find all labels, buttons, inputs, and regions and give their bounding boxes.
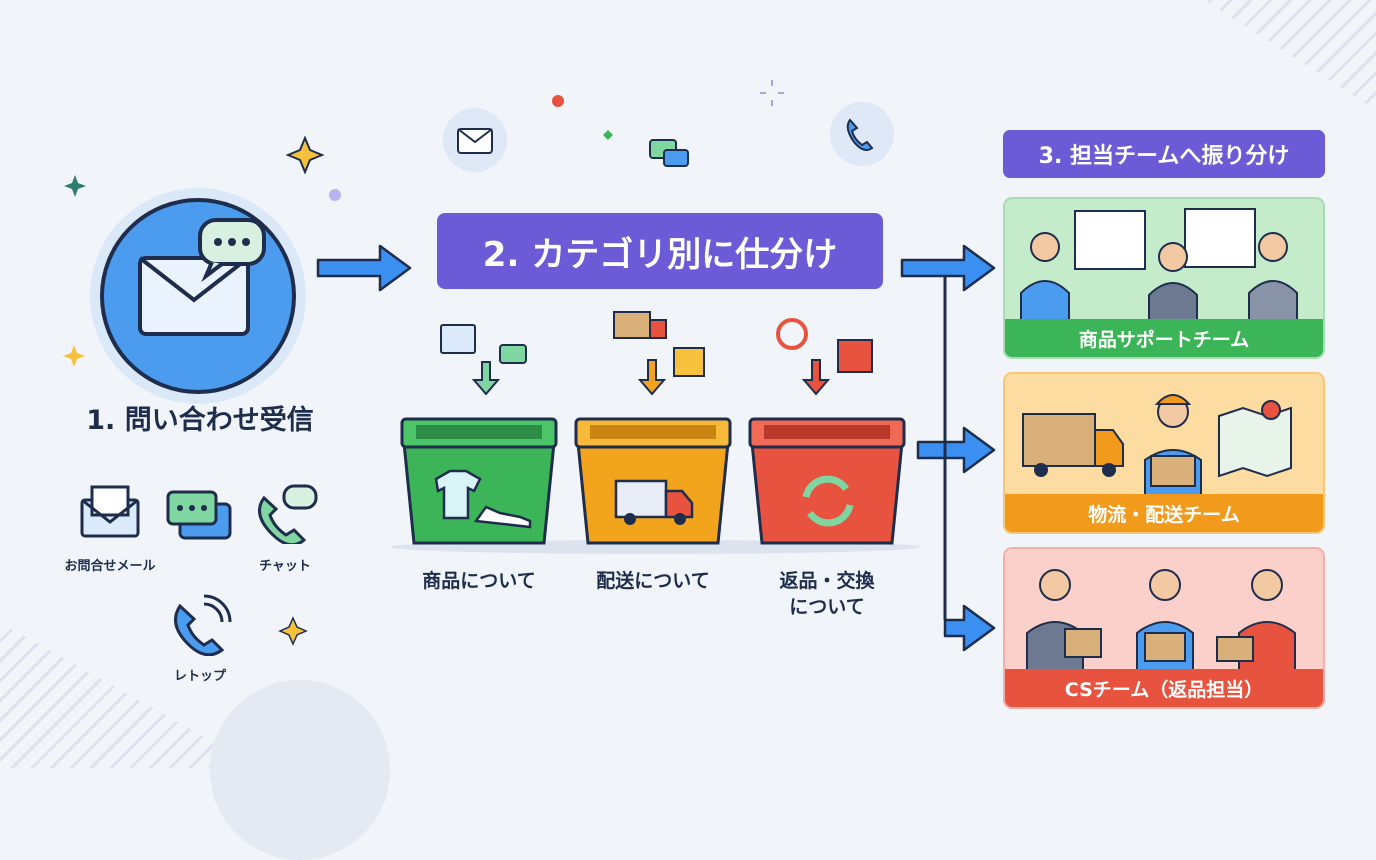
team-label-logistics: 物流・配送チーム bbox=[1005, 494, 1323, 532]
bin-label-returns-line2: について bbox=[789, 596, 865, 618]
phone-chat-icon bbox=[258, 484, 318, 544]
truck-icon bbox=[614, 479, 694, 525]
team-card-logistics: 物流・配送チーム bbox=[1003, 372, 1325, 534]
bin-shipping bbox=[574, 417, 732, 545]
team-label-product-support: 商品サポートチーム bbox=[1005, 319, 1323, 357]
support-team-illustration bbox=[1020, 208, 1298, 323]
bin-label-returns: 返品・交換について bbox=[742, 568, 912, 620]
cs-team-illustration bbox=[1026, 569, 1296, 673]
team-card-cs-returns: CSチーム（返品担当） bbox=[1003, 547, 1325, 709]
step3-title: 3. 担当チームへ振り分け bbox=[1003, 130, 1325, 178]
bin-label-returns-line1: 返品・交換 bbox=[779, 570, 875, 592]
bin-label-shipping: 配送について bbox=[596, 570, 710, 592]
team-card-product-support: 商品サポートチーム bbox=[1003, 197, 1325, 359]
channel-label-phone: レトップ bbox=[173, 669, 226, 684]
step1-title: 1. 問い合わせ受信 bbox=[86, 405, 314, 436]
channel-label-email: お問合せメール bbox=[64, 559, 156, 574]
tshirt-icon bbox=[434, 469, 482, 520]
phone-icon bbox=[174, 594, 232, 656]
channel-label-chat: チャット bbox=[259, 559, 311, 574]
bin-label-products: 商品について bbox=[422, 570, 536, 592]
sparkle-icons bbox=[63, 80, 894, 646]
bin-returns bbox=[748, 417, 906, 545]
inquiry-received-icon bbox=[100, 198, 296, 394]
flow-arrows bbox=[316, 244, 996, 652]
logistics-team-illustration bbox=[1022, 394, 1292, 498]
chat-bubbles-icon bbox=[166, 490, 232, 540]
step2-title: 2. カテゴリ別に仕分け bbox=[437, 213, 883, 289]
team-label-cs-returns: CSチーム（返品担当） bbox=[1005, 669, 1323, 707]
envelope-icon bbox=[80, 485, 140, 538]
bin-products bbox=[400, 417, 558, 545]
refresh-icon bbox=[802, 475, 854, 527]
